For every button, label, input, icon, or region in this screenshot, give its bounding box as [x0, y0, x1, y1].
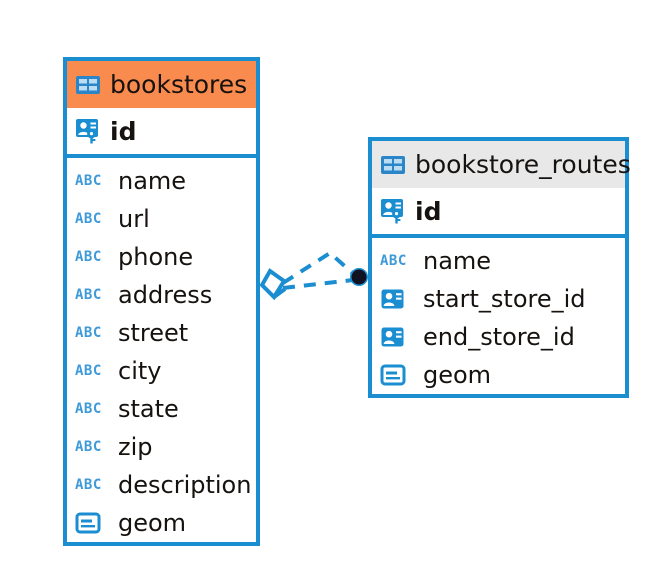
entity-table-bookstore-routes[interactable]: bookstore_routes id ABC name: [368, 137, 631, 398]
field-row-city[interactable]: ABC city: [67, 352, 256, 390]
field-row-phone[interactable]: ABC phone: [67, 238, 256, 276]
primary-key-label-bookstores: id: [110, 116, 137, 146]
abc-text-icon: ABC: [75, 401, 102, 417]
field-row-zip[interactable]: ABC zip: [67, 428, 256, 466]
field-row-url[interactable]: ABC url: [67, 200, 256, 238]
primary-key-icon: [76, 119, 98, 144]
field-label-name: name: [118, 167, 187, 195]
field-row-state[interactable]: ABC state: [67, 390, 256, 428]
field-label-start-store-id: start_store_id: [423, 285, 586, 313]
relationship-source-diamond-icon: [259, 268, 287, 301]
entity-header-bookstore-routes: bookstore_routes: [372, 141, 631, 188]
foreign-key-icon: [381, 289, 404, 309]
geometry-icon: [380, 364, 406, 386]
field-label-description: description: [118, 471, 252, 499]
field-label-geom: geom: [423, 361, 492, 389]
table-grid-icon: [381, 155, 405, 174]
field-row-street[interactable]: ABC street: [67, 314, 256, 352]
field-label-state: state: [118, 395, 179, 423]
field-label-url: url: [118, 205, 150, 233]
field-list-bookstore-routes: ABC name start_store_id: [372, 238, 625, 394]
abc-text-icon: ABC: [75, 211, 102, 227]
field-row-start-store-id[interactable]: start_store_id: [372, 280, 625, 318]
relationship-line-lower: [282, 278, 354, 290]
field-label-phone: phone: [118, 243, 194, 271]
abc-text-icon: ABC: [75, 439, 102, 455]
abc-text-icon: ABC: [75, 363, 102, 379]
foreign-key-icon: [381, 327, 404, 347]
field-row-address[interactable]: ABC address: [67, 276, 256, 314]
abc-text-icon: ABC: [380, 253, 407, 269]
entity-table-bookstores[interactable]: bookstores id ABC name: [63, 57, 260, 546]
relationship-target-dot-icon: [350, 268, 368, 286]
field-row-description[interactable]: ABC description: [67, 466, 256, 504]
field-label-city: city: [118, 357, 162, 385]
field-row-geom[interactable]: geom: [372, 356, 625, 394]
field-list-bookstores: ABC name ABC url ABC phone ABC address A…: [67, 158, 256, 542]
table-grid-icon: [76, 75, 100, 94]
entity-header-bookstores: bookstores: [67, 61, 256, 108]
primary-key-label-bookstore-routes: id: [415, 196, 442, 226]
field-label-street: street: [118, 319, 189, 347]
relationship-line-upper: [281, 250, 359, 285]
field-label-zip: zip: [118, 433, 153, 461]
abc-text-icon: ABC: [75, 173, 102, 189]
field-label-geom: geom: [118, 509, 187, 537]
field-label-address: address: [118, 281, 213, 309]
field-label-name: name: [423, 247, 492, 275]
primary-key-row-bookstore-routes[interactable]: id: [372, 188, 625, 238]
abc-text-icon: ABC: [75, 249, 102, 265]
field-row-end-store-id[interactable]: end_store_id: [372, 318, 625, 356]
field-row-geom[interactable]: geom: [67, 504, 256, 542]
primary-key-icon: [381, 199, 403, 224]
field-row-name[interactable]: ABC name: [372, 242, 625, 280]
abc-text-icon: ABC: [75, 325, 102, 341]
abc-text-icon: ABC: [75, 477, 102, 493]
entity-title-bookstores: bookstores: [110, 70, 248, 99]
field-row-name[interactable]: ABC name: [67, 162, 256, 200]
field-label-end-store-id: end_store_id: [423, 323, 575, 351]
abc-text-icon: ABC: [75, 287, 102, 303]
geometry-icon: [75, 512, 101, 534]
primary-key-row-bookstores[interactable]: id: [67, 108, 256, 158]
entity-title-bookstore-routes: bookstore_routes: [415, 150, 631, 179]
